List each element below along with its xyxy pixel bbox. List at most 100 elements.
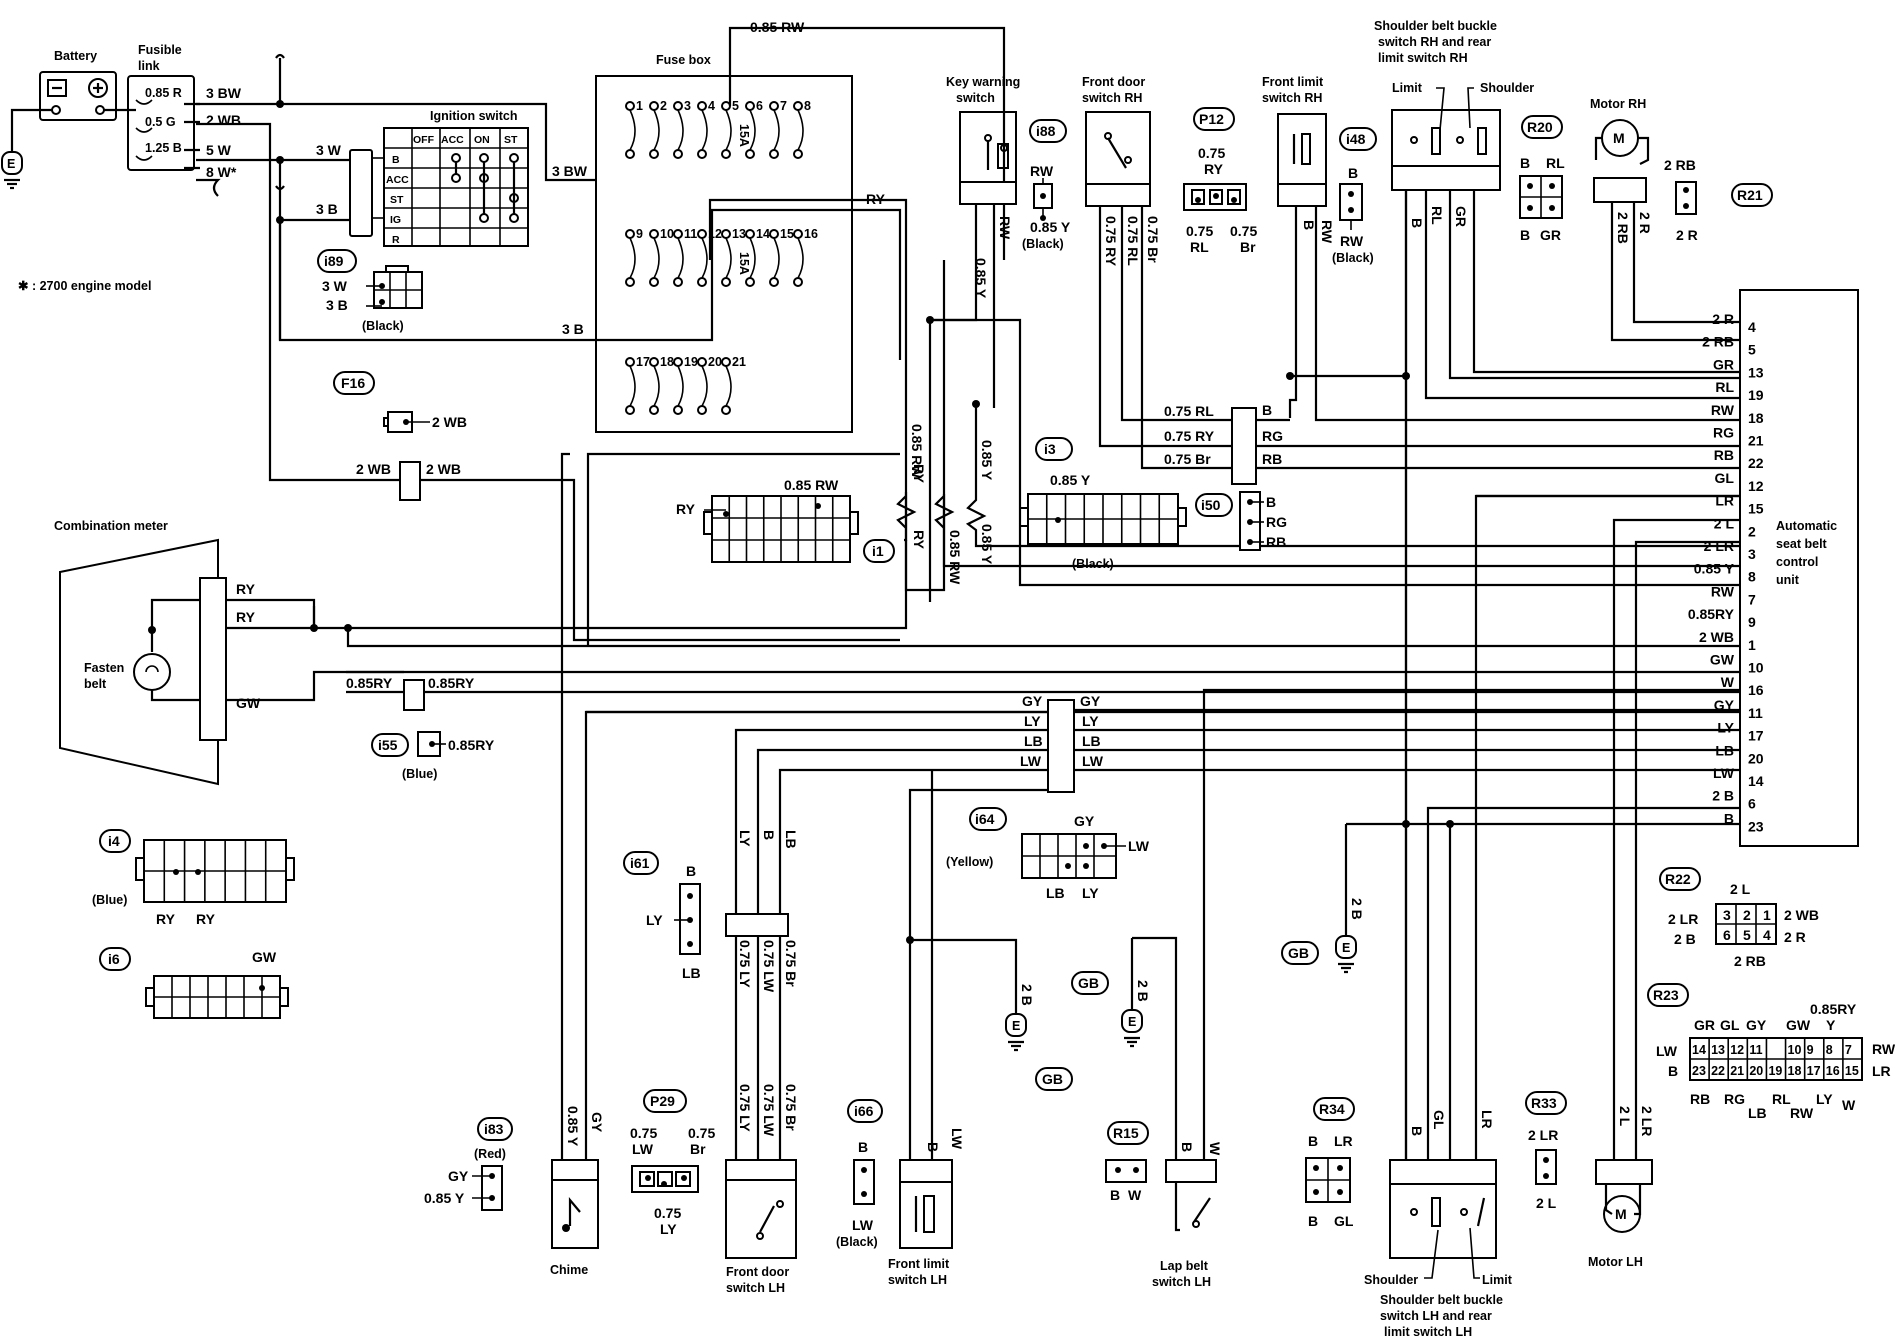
svg-text:i61: i61 [630, 855, 650, 871]
r23-cell: 13 [1711, 1043, 1725, 1057]
pin-wire-label: 0.85RY [1688, 606, 1735, 622]
svg-text:3 B: 3 B [316, 201, 338, 217]
svg-text:B: B [1308, 1213, 1318, 1229]
r23-cell: 19 [1768, 1064, 1782, 1078]
svg-text:2 B: 2 B [1019, 984, 1035, 1006]
svg-text:i1: i1 [872, 543, 884, 559]
svg-text:switch RH: switch RH [1262, 91, 1322, 105]
svg-text:0.75 Br: 0.75 Br [783, 1084, 799, 1131]
connector-R21: 2 RB 2 R R21 [1664, 157, 1773, 243]
svg-text:2 LR: 2 LR [1639, 1106, 1655, 1136]
svg-text:RL: RL [1546, 155, 1565, 171]
svg-text:M: M [1615, 1206, 1627, 1222]
svg-text:RL: RL [1772, 1091, 1791, 1107]
connector-i48: i48 B RW (Black) [1332, 127, 1377, 265]
chime: Chime [550, 1159, 599, 1277]
front-door-switch-lh: Front door switch LH [725, 1159, 797, 1295]
svg-text:2 LR: 2 LR [1668, 911, 1698, 927]
svg-text:0.85RY: 0.85RY [1810, 1001, 1857, 1017]
r23-cell: 12 [1730, 1043, 1744, 1057]
svg-text:GL: GL [1720, 1017, 1740, 1033]
key-warning-switch: Key warning switch [946, 75, 1020, 205]
svg-text:LW: LW [852, 1217, 874, 1233]
svg-text:GL: GL [1334, 1213, 1354, 1229]
svg-text:F16: F16 [341, 375, 365, 391]
svg-text:Br: Br [1240, 239, 1256, 255]
fuse-number: 19 [684, 355, 698, 369]
svg-text:2 R: 2 R [1784, 929, 1806, 945]
svg-text:i66: i66 [854, 1103, 874, 1119]
motor-lh: 2 L 2 LR M Motor LH [1588, 1106, 1655, 1269]
pin-wire-label: B [1724, 810, 1734, 826]
svg-text:B: B [1668, 1063, 1678, 1079]
svg-text:RY: RY [1204, 161, 1224, 177]
connector-i64: i64 GY LW (Yellow) LB LY [946, 807, 1150, 901]
pin-wire-label: GL [1715, 470, 1735, 486]
fuse-rating: 15A [737, 124, 751, 147]
svg-text:0.5 G: 0.5 G [145, 115, 176, 129]
svg-text:3 B: 3 B [326, 297, 348, 313]
svg-text:switch LH: switch LH [888, 1273, 947, 1287]
svg-text:LY: LY [660, 1221, 677, 1237]
fuse-number: 9 [636, 227, 643, 241]
svg-text:B: B [1262, 402, 1272, 418]
fuse-number: 4 [708, 99, 715, 113]
svg-text:LW: LW [949, 1128, 965, 1150]
svg-text:2 L: 2 L [1730, 881, 1751, 897]
svg-text:(Blue): (Blue) [402, 767, 437, 781]
fuse-number: 18 [660, 355, 674, 369]
svg-text:Ignition switch: Ignition switch [430, 109, 518, 123]
svg-text:GW: GW [236, 695, 261, 711]
fuse-rating: 15A [737, 252, 751, 275]
svg-text:R15: R15 [1113, 1125, 1139, 1141]
svg-text:(Yellow): (Yellow) [946, 855, 993, 869]
battery-label: Battery [54, 49, 97, 63]
pin-wire-label: 2 RB [1702, 334, 1734, 350]
svg-text:LB: LB [1024, 733, 1043, 749]
svg-text:RB: RB [1262, 451, 1282, 467]
svg-text:B: B [761, 830, 777, 840]
pin-number: 17 [1748, 728, 1764, 744]
connector-i3: i3 0.85 Y (Black) [1019, 437, 1187, 571]
svg-text:2 B: 2 B [1674, 931, 1696, 947]
svg-text:LY: LY [646, 912, 663, 928]
fuse-number: 11 [684, 227, 697, 241]
svg-text:Front limit: Front limit [888, 1257, 950, 1271]
front-limit-switch-rh: Front limit switch RH [1262, 75, 1327, 207]
pin-wire-label: 2 WB [1699, 629, 1734, 645]
svg-text:GY: GY [1080, 693, 1101, 709]
svg-text:LB: LB [1748, 1105, 1767, 1121]
r23-cell: 7 [1845, 1043, 1852, 1057]
pin-number: 20 [1748, 750, 1764, 766]
pin-wire-label: GR [1713, 356, 1734, 372]
pin-number: 5 [1748, 342, 1756, 358]
connector-i83: i83 (Red) GY 0.85 Y [424, 1117, 513, 1211]
svg-text:B: B [1301, 220, 1317, 230]
svg-text:8 W*: 8 W* [206, 164, 237, 180]
svg-text:i89: i89 [324, 253, 344, 269]
svg-text:GR: GR [1453, 206, 1469, 227]
shoulder-belt-buckle-switch-rh: Shoulder belt buckle switch RH and rear … [1374, 19, 1534, 191]
svg-text:Combination meter: Combination meter [54, 519, 168, 533]
svg-text:Front door: Front door [1082, 75, 1145, 89]
pin-wire-label: RB [1714, 447, 1734, 463]
svg-text:2 RB: 2 RB [1615, 212, 1631, 244]
svg-text:LB: LB [1046, 885, 1065, 901]
fuse-number: 1 [636, 99, 643, 113]
svg-text:P12: P12 [1199, 111, 1224, 127]
connector-i6: i6 GW [99, 947, 289, 1019]
svg-text:GW: GW [252, 949, 277, 965]
fuse-number: 16 [804, 227, 818, 241]
svg-text:switch LH and rear: switch LH and rear [1380, 1309, 1492, 1323]
svg-text:RW: RW [1319, 220, 1335, 244]
svg-text:RB: RB [1266, 534, 1286, 550]
svg-text:0.85 RW: 0.85 RW [784, 477, 839, 493]
svg-text:RG: RG [1266, 514, 1287, 530]
svg-text:0.85 Y: 0.85 Y [979, 524, 995, 565]
pin-wire-label: GW [1710, 652, 1735, 668]
pin-wire-label: RL [1715, 379, 1734, 395]
svg-text:ACC: ACC [441, 134, 464, 146]
